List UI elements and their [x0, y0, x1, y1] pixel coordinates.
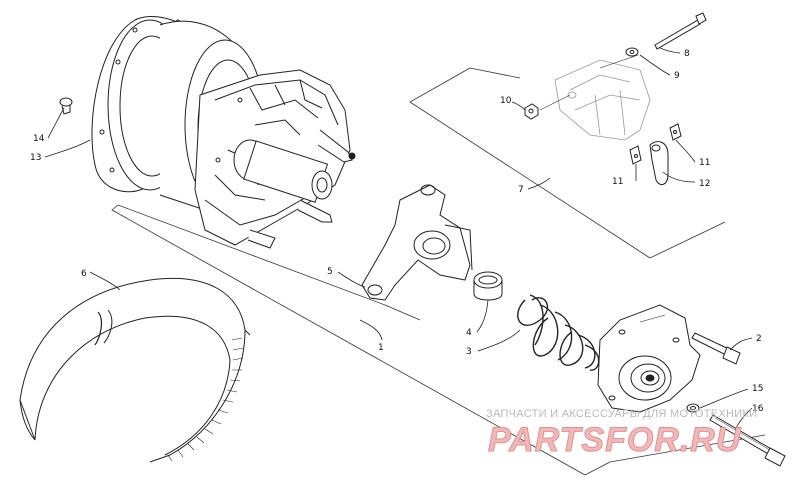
shim-11a [629, 145, 642, 165]
callout-3: 3 [466, 347, 472, 357]
belt-cogs [167, 337, 244, 462]
spring-3 [517, 294, 600, 371]
bolt-2 [691, 332, 741, 365]
callout-16: 16 [752, 404, 764, 414]
callout-2: 2 [756, 334, 762, 344]
bracket-assembly-7 [554, 59, 651, 141]
callout-7: 7 [518, 185, 524, 195]
callout-11a: 11 [612, 177, 623, 187]
callout-9: 9 [674, 71, 680, 81]
shim-11b [669, 123, 682, 141]
callout-13: 13 [30, 153, 41, 163]
callout-12: 12 [699, 179, 710, 189]
watermark: ЗАПЧАСТИ И АКСЕССУАРЫ ДЛЯ МОТОТЕХНИКИ PA… [486, 408, 757, 460]
callout-11b: 11 [699, 158, 710, 168]
callout-14: 14 [33, 134, 45, 144]
bushing-4 [473, 271, 503, 301]
group-outline-1 [111, 204, 766, 476]
watermark-caption: ЗАПЧАСТИ И АКСЕССУАРЫ ДЛЯ МОТОТЕХНИКИ [486, 408, 757, 420]
drive-belt [19, 277, 251, 463]
callout-4: 4 [466, 328, 472, 338]
cover-plate [597, 304, 701, 413]
callout-10: 10 [500, 96, 512, 106]
group-outline-7 [409, 67, 726, 259]
leader-lines [44, 47, 753, 431]
washer-15 [686, 403, 700, 413]
weight-12 [649, 141, 669, 186]
washer-9 [625, 47, 639, 57]
bolt-16 [709, 414, 786, 467]
watermark-logo: PARTSFOR.RU [488, 421, 742, 459]
spider-5 [361, 184, 473, 301]
callout-1: 1 [378, 343, 384, 353]
nut-10 [524, 103, 539, 120]
bolt-8 [654, 12, 707, 50]
callout-5: 5 [327, 267, 333, 277]
callout-6: 6 [81, 269, 87, 279]
callout-8: 8 [684, 49, 690, 59]
primary-clutch-assembly [91, 16, 356, 249]
callout-15: 15 [752, 384, 763, 394]
callout-labels: 1 2 3 4 5 6 7 8 9 10 11 11 12 13 14 15 1… [30, 49, 764, 414]
